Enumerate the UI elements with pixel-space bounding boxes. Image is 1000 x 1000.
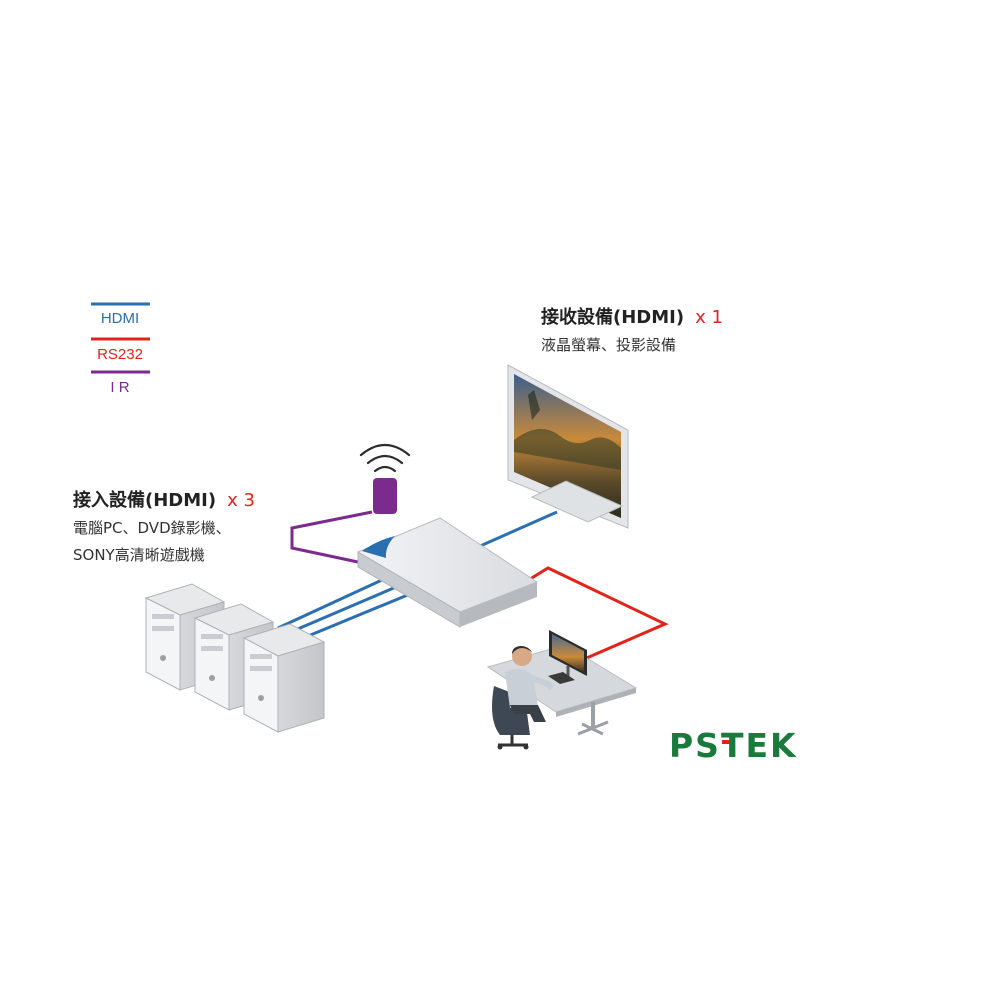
svg-text:PSTEK: PSTEK — [669, 726, 798, 765]
tower-pc-icon — [144, 583, 326, 733]
receiver-title: 接收設備(HDMI) x 1 — [541, 306, 723, 328]
brand-logo-e: E — [745, 726, 770, 765]
legend-hdmi-label: HDMI — [101, 310, 139, 327]
source-subtitle-line1: 電腦PC、DVD錄影機、 — [73, 519, 231, 537]
brand-logo-accent — [722, 740, 730, 744]
source-subtitle-line2: SONY高清晰遊戲機 — [73, 546, 205, 564]
remote-control-icon — [373, 478, 397, 514]
ir-signal-icon — [359, 443, 411, 473]
receiver-subtitle: 液晶螢幕、投影設備 — [541, 336, 676, 354]
legend-ir-label: I R — [110, 379, 129, 396]
monitor-icon — [507, 364, 629, 529]
source-count: x 3 — [227, 490, 255, 511]
source-title-text: 接入設備(HDMI) — [73, 489, 216, 511]
legend-rs232-label: RS232 — [97, 346, 143, 363]
rs232-cable — [521, 566, 669, 662]
receiver-title-text: 接收設備(HDMI) — [541, 306, 684, 328]
source-label: 接入設備(HDMI) x 3 電腦PC、DVD錄影機、 SONY高清晰遊戲機 — [73, 489, 255, 564]
brand-logo-text: PS — [669, 726, 721, 765]
tower-pc-3 — [242, 623, 326, 733]
legend-ir: I R — [91, 370, 150, 396]
legend: HDMI RS232 I R — [91, 302, 150, 396]
source-title: 接入設備(HDMI) x 3 — [73, 489, 255, 511]
hdmi-cable-in-3 — [295, 592, 411, 643]
user-at-desk-icon — [486, 630, 638, 750]
hdmi-cable-in-2 — [285, 585, 397, 636]
legend-rs232: RS232 — [91, 337, 150, 363]
brand-logo-k: K — [770, 726, 798, 765]
brand-logo-t: T — [721, 726, 746, 765]
legend-hdmi: HDMI — [91, 302, 150, 327]
ir-cable — [290, 510, 373, 567]
receiver-label: 接收設備(HDMI) x 1 液晶螢幕、投影設備 — [541, 306, 723, 354]
receiver-count: x 1 — [695, 307, 723, 328]
brand-logo: PSTEK — [669, 726, 798, 765]
hdmi-cable-in-1 — [277, 578, 383, 630]
switch-device-icon — [356, 517, 539, 628]
